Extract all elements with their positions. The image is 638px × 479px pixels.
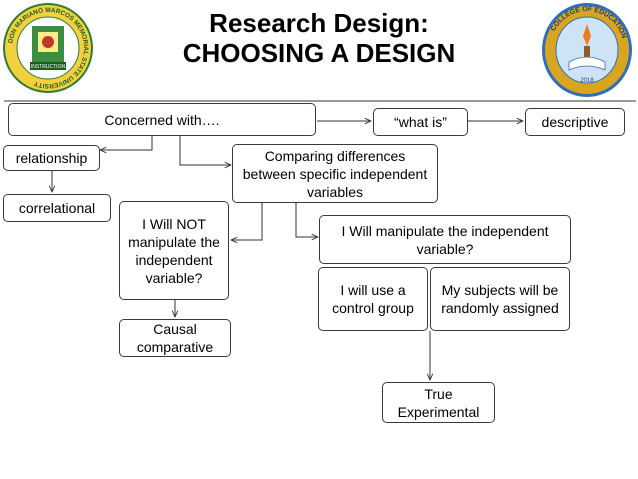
node-causal: Causal comparative (119, 319, 231, 357)
arrow-comparing-willnot (231, 203, 263, 240)
node-comparing: Comparing differences between specific i… (232, 144, 438, 203)
node-control-group: I will use a control group (318, 267, 428, 331)
page-title: Research Design: (209, 8, 429, 38)
node-descriptive: descriptive (525, 108, 625, 136)
arrow-comparing-willmanipulate (295, 203, 318, 237)
seal-right-icon: COLLEGE OF EDUCATION 2018 (542, 3, 632, 97)
node-randomly: My subjects will be randomly assigned (430, 267, 570, 331)
seal-left-icon: DON MARIANO MARCOS MEMORIAL STATE UNIVER… (3, 3, 93, 93)
page-subtitle: CHOOSING A DESIGN (182, 38, 456, 68)
node-what-is: “what is” (373, 108, 468, 136)
arrow-concerned-comparing (179, 136, 231, 165)
node-true-experimental: True Experimental (382, 382, 495, 423)
node-correlational: correlational (3, 194, 111, 222)
seal-left-subtext: INSTRUCTION (31, 64, 66, 70)
node-will-manipulate: I Will manipulate the independent variab… (319, 215, 571, 264)
node-concerned: Concerned with…. (8, 103, 316, 136)
seal-right-subtext: 2018 (580, 78, 594, 84)
node-relationship: relationship (3, 145, 100, 171)
node-will-not: I Will NOT manipulate the independent va… (119, 201, 229, 300)
arrow-concerned-relationship (100, 136, 153, 150)
